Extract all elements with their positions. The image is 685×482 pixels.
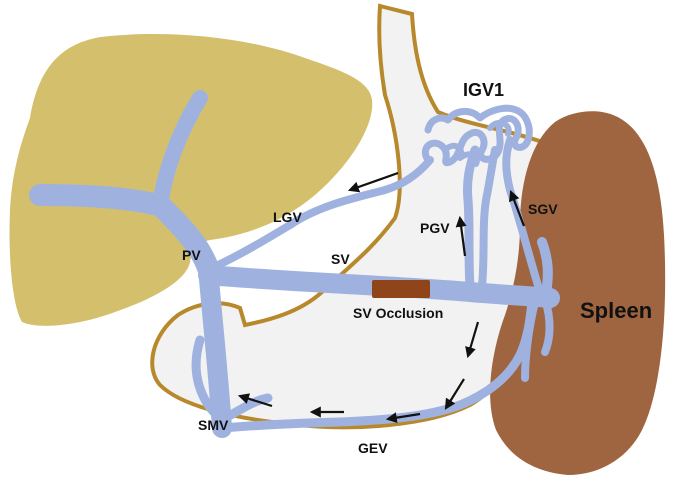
arrow-gev-3 (385, 412, 421, 424)
label-sv-occlusion: SV Occlusion (353, 305, 443, 321)
spleen (490, 111, 666, 475)
label-gev: GEV (358, 440, 388, 456)
label-pgv: PGV (420, 220, 450, 236)
flow-arrows (237, 171, 526, 424)
label-lgv: LGV (273, 209, 302, 225)
vein-network (29, 90, 560, 438)
arrow-gev-1 (465, 321, 480, 359)
label-sgv: SGV (528, 201, 558, 217)
label-sv: SV (331, 251, 350, 267)
label-smv: SMV (198, 417, 229, 433)
arrow-gev-2 (444, 378, 465, 410)
arrow-gev-5 (237, 393, 273, 408)
label-igv1: IGV1 (463, 80, 504, 100)
label-pv: PV (182, 247, 201, 263)
sv-occlusion-marker (372, 280, 430, 298)
arrow-pgv (455, 215, 467, 257)
arrow-lgv (347, 171, 399, 193)
label-spleen: Spleen (580, 298, 652, 323)
arrow-sgv (509, 189, 526, 227)
liver (9, 34, 373, 326)
